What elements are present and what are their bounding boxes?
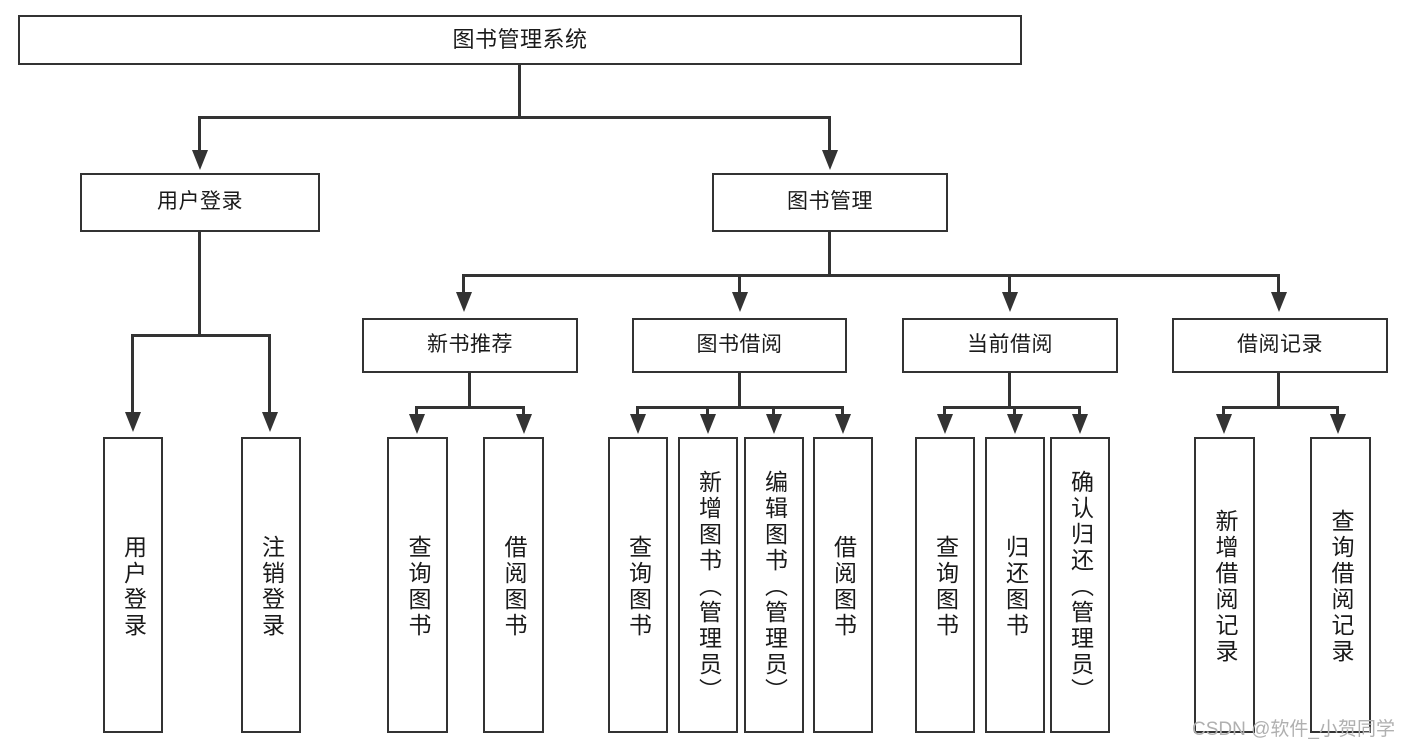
node-label: 查询图书 [625, 535, 652, 639]
connector-root-to-book-management [828, 116, 831, 154]
arrowhead-bm-to-new-book [456, 292, 472, 312]
node-book-management[interactable]: 图书管理 [712, 173, 948, 232]
connector-newbook-to-leaf-2 [522, 406, 525, 418]
node-label: 注销登录 [258, 535, 285, 639]
connector-user-login-to-leaf-1 [131, 334, 134, 416]
leaf-node-query-book-recommend[interactable]: 查询图书 [387, 437, 448, 733]
node-label: 借阅记录 [1237, 333, 1323, 357]
node-label: 新增借阅记录 [1212, 509, 1238, 665]
arrowhead-bm-to-current-borrow [1002, 292, 1018, 312]
connector-book-management-bus [462, 274, 1280, 277]
leaf-node-borrow-book-recommend[interactable]: 借阅图书 [483, 437, 544, 733]
connector-br-to-leaf-2 [1336, 406, 1339, 418]
connector-user-login-to-leaf-2 [268, 334, 271, 416]
arrowhead-cb-to-leaf-1 [937, 414, 953, 434]
connector-book-management-stem [828, 232, 831, 276]
node-label: 用户登录 [120, 535, 147, 639]
connector-bb-to-leaf-2 [706, 406, 709, 418]
arrowhead-br-to-leaf-2 [1330, 414, 1346, 434]
arrowhead-user-login-to-leaf-1 [125, 412, 141, 432]
connector-bm-to-current-borrow [1008, 274, 1011, 296]
arrowhead-bb-to-leaf-3 [766, 414, 782, 434]
connector-bm-to-borrow-record [1277, 274, 1280, 296]
connector-current-borrow-bus [943, 406, 1080, 409]
connector-new-book-bus [415, 406, 525, 409]
connector-bm-to-new-book [462, 274, 465, 296]
connector-root-stem [518, 65, 521, 118]
node-label: 用户登录 [157, 190, 243, 214]
arrowhead-bm-to-book-borrow [732, 292, 748, 312]
connector-user-login-bus [131, 334, 271, 337]
node-label: 归还图书 [1002, 535, 1029, 639]
node-new-book-recommend[interactable]: 新书推荐 [362, 318, 578, 373]
connector-new-book-stem [468, 373, 471, 408]
node-label: 新书推荐 [427, 333, 513, 357]
connector-cb-to-leaf-1 [943, 406, 946, 418]
node-borrow-record[interactable]: 借阅记录 [1172, 318, 1388, 373]
connector-borrow-record-bus [1222, 406, 1338, 409]
leaf-node-add-borrow-record[interactable]: 新增借阅记录 [1194, 437, 1255, 733]
leaf-node-confirm-return-admin[interactable]: 确认归还（管理员） [1050, 437, 1110, 733]
node-book-management-system[interactable]: 图书管理系统 [18, 15, 1022, 65]
node-label: 图书管理 [787, 190, 873, 214]
node-label: 当前借阅 [967, 333, 1053, 357]
arrowhead-cb-to-leaf-3 [1072, 414, 1088, 434]
leaf-node-return-book[interactable]: 归还图书 [985, 437, 1045, 733]
leaf-node-logout[interactable]: 注销登录 [241, 437, 301, 733]
arrowhead-bb-to-leaf-2 [700, 414, 716, 434]
arrowhead-bb-to-leaf-4 [835, 414, 851, 434]
connector-root-bus [198, 116, 831, 119]
arrowhead-cb-to-leaf-2 [1007, 414, 1023, 434]
arrowhead-newbook-to-leaf-2 [516, 414, 532, 434]
connector-newbook-to-leaf-1 [415, 406, 418, 418]
node-book-borrow[interactable]: 图书借阅 [632, 318, 847, 373]
arrowhead-br-to-leaf-1 [1216, 414, 1232, 434]
leaf-node-query-borrow-record[interactable]: 查询借阅记录 [1310, 437, 1371, 733]
connector-br-to-leaf-1 [1222, 406, 1225, 418]
connector-book-borrow-bus [636, 406, 843, 409]
connector-cb-to-leaf-2 [1013, 406, 1016, 418]
node-label: 查询借阅记录 [1328, 509, 1354, 665]
node-label: 借阅图书 [501, 535, 527, 639]
arrowhead-root-to-book-management [822, 150, 838, 170]
leaf-node-edit-book-admin[interactable]: 编辑图书（管理员） [744, 437, 804, 733]
arrowhead-bb-to-leaf-1 [630, 414, 646, 434]
connector-user-login-stem [198, 232, 201, 336]
leaf-node-query-book-current[interactable]: 查询图书 [915, 437, 975, 733]
node-label: 查询图书 [405, 535, 431, 639]
arrowhead-bm-to-borrow-record [1271, 292, 1287, 312]
leaf-node-add-book-admin[interactable]: 新增图书（管理员） [678, 437, 738, 733]
node-label: 图书借阅 [696, 333, 783, 357]
leaf-node-user-login[interactable]: 用户登录 [103, 437, 163, 733]
leaf-node-borrow-book[interactable]: 借阅图书 [813, 437, 873, 733]
connector-bb-to-leaf-1 [636, 406, 639, 418]
connector-book-borrow-stem [738, 373, 741, 408]
connector-borrow-record-stem [1277, 373, 1280, 408]
arrowhead-newbook-to-leaf-1 [409, 414, 425, 434]
node-label: 借阅图书 [830, 535, 857, 639]
node-label: 查询图书 [932, 535, 959, 639]
leaf-node-query-book-borrow[interactable]: 查询图书 [608, 437, 668, 733]
node-label: 编辑图书（管理员） [761, 470, 788, 704]
node-user-login[interactable]: 用户登录 [80, 173, 320, 232]
connector-bb-to-leaf-4 [841, 406, 844, 418]
arrowhead-root-to-user-login [192, 150, 208, 170]
node-label: 确认归还（管理员） [1067, 470, 1094, 704]
connector-root-to-user-login [198, 116, 201, 154]
connector-cb-to-leaf-3 [1078, 406, 1081, 418]
arrowhead-user-login-to-leaf-2 [262, 412, 278, 432]
connector-bb-to-leaf-3 [772, 406, 775, 418]
connector-bm-to-book-borrow [738, 274, 741, 296]
node-label: 图书管理系统 [452, 27, 588, 53]
node-label: 新增图书（管理员） [695, 470, 722, 704]
node-current-borrow[interactable]: 当前借阅 [902, 318, 1118, 373]
connector-current-borrow-stem [1008, 373, 1011, 408]
